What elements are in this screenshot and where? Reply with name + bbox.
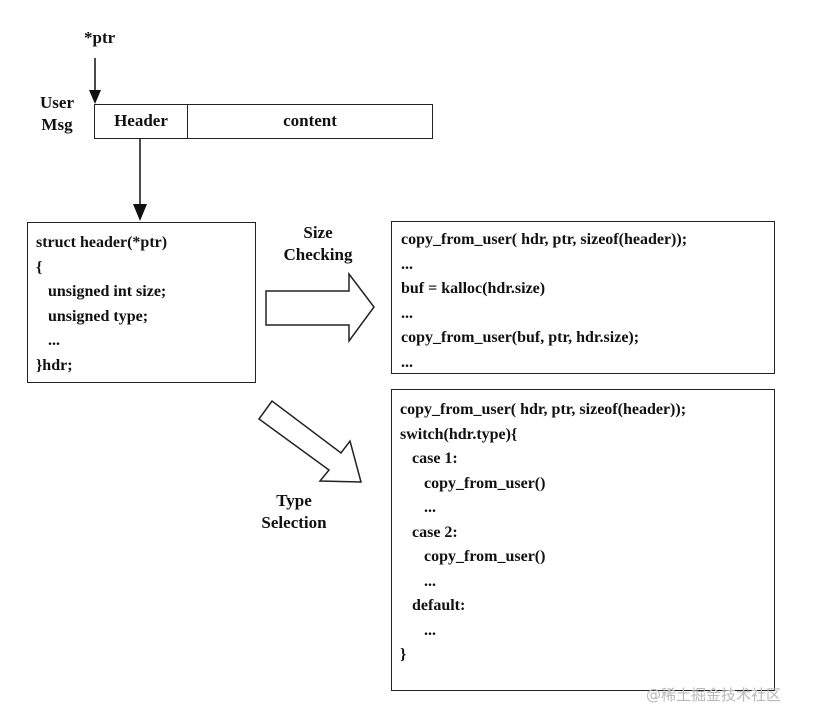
code-line: }: [400, 646, 407, 663]
code-line: copy_from_user( hdr, ptr, sizeof(header)…: [401, 231, 688, 248]
type-selection-code-box: copy_from_user( hdr, ptr, sizeof(header)…: [391, 389, 775, 691]
struct-header-box: struct header(*ptr) { unsigned int size;…: [27, 222, 256, 383]
code-line: copy_from_user( hdr, ptr, sizeof(header)…: [400, 401, 687, 418]
size-checking-line2: Checking: [283, 245, 353, 264]
code-line: ...: [400, 621, 436, 639]
type-selection-arrow: [257, 399, 362, 483]
user-msg-line2: Msg: [41, 115, 73, 134]
size-check-code-box: copy_from_user( hdr, ptr, sizeof(header)…: [391, 221, 775, 374]
struct-line: {: [36, 258, 43, 276]
ptr-arrow: [89, 58, 101, 104]
header-cell: Header: [95, 105, 188, 138]
type-selection-label: Type Selection: [246, 490, 342, 534]
type-selection-line1: Type: [276, 491, 312, 510]
code-line: switch(hdr.type){: [400, 425, 518, 443]
struct-line: struct header(*ptr): [36, 234, 168, 251]
size-checking-line1: Size: [303, 223, 333, 242]
user-msg-record: Header content: [94, 104, 433, 139]
code-line: buf = kalloc(hdr.size): [401, 280, 546, 297]
code-line: case 1:: [400, 450, 458, 467]
user-msg-label: User Msg: [30, 92, 84, 136]
code-line: copy_from_user(): [400, 548, 546, 565]
struct-line: unsigned type;: [36, 307, 149, 325]
struct-line: ...: [36, 332, 60, 349]
code-line: ...: [401, 304, 413, 322]
struct-line: }hdr;: [36, 356, 73, 374]
type-selection-line2: Selection: [261, 513, 327, 532]
code-line: ...: [401, 353, 413, 371]
code-line: ...: [401, 255, 413, 273]
ptr-label: *ptr: [84, 28, 116, 47]
size-checking-label: Size Checking: [270, 222, 366, 266]
code-line: ...: [400, 572, 436, 590]
user-msg-line1: User: [40, 93, 74, 112]
code-line: copy_from_user(): [400, 474, 546, 492]
code-line: default:: [400, 597, 466, 614]
struct-line: unsigned int size;: [36, 283, 167, 300]
watermark: @稀土掘金技术社区: [646, 686, 782, 704]
code-line: case 2:: [400, 523, 458, 541]
header-to-struct-arrow: [133, 138, 147, 221]
code-line: ...: [400, 499, 436, 516]
size-checking-arrow: [265, 271, 375, 344]
code-line: copy_from_user(buf, ptr, hdr.size);: [401, 329, 640, 346]
content-cell: content: [283, 111, 337, 130]
